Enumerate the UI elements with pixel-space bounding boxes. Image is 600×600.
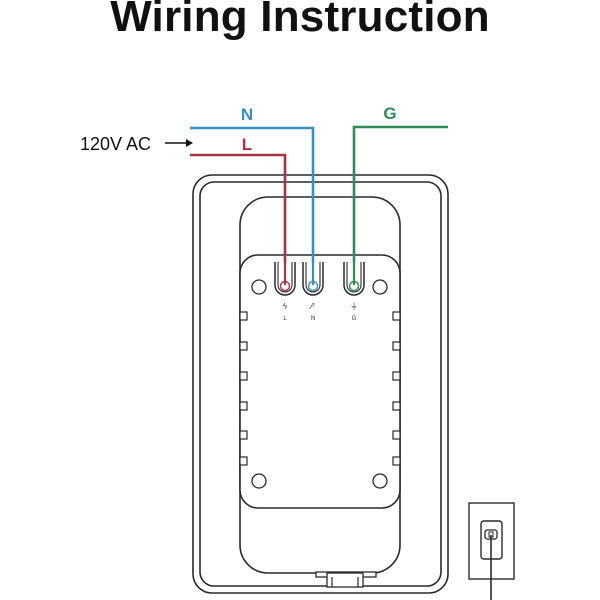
line-terminal: ϟL — [274, 262, 296, 322]
line-wire — [190, 153, 287, 285]
ground-wire-label: G — [383, 104, 396, 123]
ground-wire — [352, 125, 448, 285]
terminals: ϟL⁄⁷N⏚G — [274, 262, 365, 322]
arrow-icon — [165, 139, 193, 147]
page-title: Wiring Instruction — [110, 0, 490, 41]
wires — [190, 125, 448, 285]
ground-terminal-label: G — [352, 316, 357, 322]
neutral-terminal-symbol-icon: ⁄⁷ — [309, 302, 316, 311]
ground-terminal-symbol-icon: ⏚ — [350, 302, 358, 311]
wall-plate-outer — [192, 174, 449, 594]
wall-outlet-icon — [468, 502, 515, 600]
mount-hole-top-left — [251, 279, 267, 295]
notch-left — [239, 341, 248, 351]
notch-right — [392, 401, 401, 411]
switch-module — [239, 254, 401, 509]
notch-right — [392, 430, 401, 440]
notch-right — [392, 456, 401, 466]
mount-hole-bottom-left — [251, 473, 267, 489]
notch-left — [239, 311, 248, 321]
source-label: 120V AC — [80, 134, 151, 154]
line-terminal-symbol-icon: ϟ — [282, 302, 287, 311]
mount-hole-bottom-right — [372, 473, 388, 489]
wall-plate-inner — [199, 181, 442, 587]
neutral-wire-label: N — [241, 105, 253, 124]
notch-right — [392, 341, 401, 351]
neutral-terminal: ⁄⁷ N — [302, 262, 324, 322]
bottom-clip — [315, 571, 377, 588]
notch-right — [392, 371, 401, 381]
notch-left — [239, 456, 248, 466]
mount-hole-top-right — [372, 279, 388, 295]
module-notches — [239, 311, 401, 466]
notch-left — [239, 401, 248, 411]
notch-right — [392, 311, 401, 321]
line-terminal-label: L — [283, 316, 287, 322]
notch-left — [239, 371, 248, 381]
neutral-terminal-label: N — [311, 316, 315, 322]
neutral-wire — [190, 126, 315, 285]
notch-left — [239, 430, 248, 440]
ground-terminal: ⏚G — [343, 262, 365, 322]
line-wire-label: L — [242, 135, 252, 154]
